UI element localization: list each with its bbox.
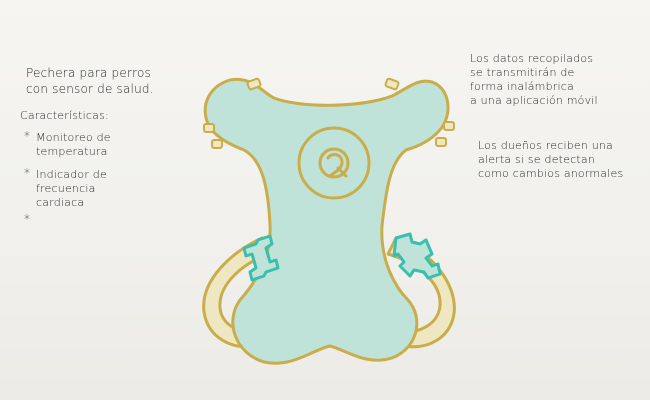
tab-icon <box>385 78 399 90</box>
tab-icon <box>204 124 214 132</box>
tab-icon <box>436 138 446 146</box>
tab-icon <box>444 122 454 130</box>
right-buckle-icon <box>394 234 440 278</box>
health-sensor-icon <box>299 128 369 198</box>
harness-body-icon <box>205 79 448 363</box>
tab-icon <box>212 140 222 148</box>
